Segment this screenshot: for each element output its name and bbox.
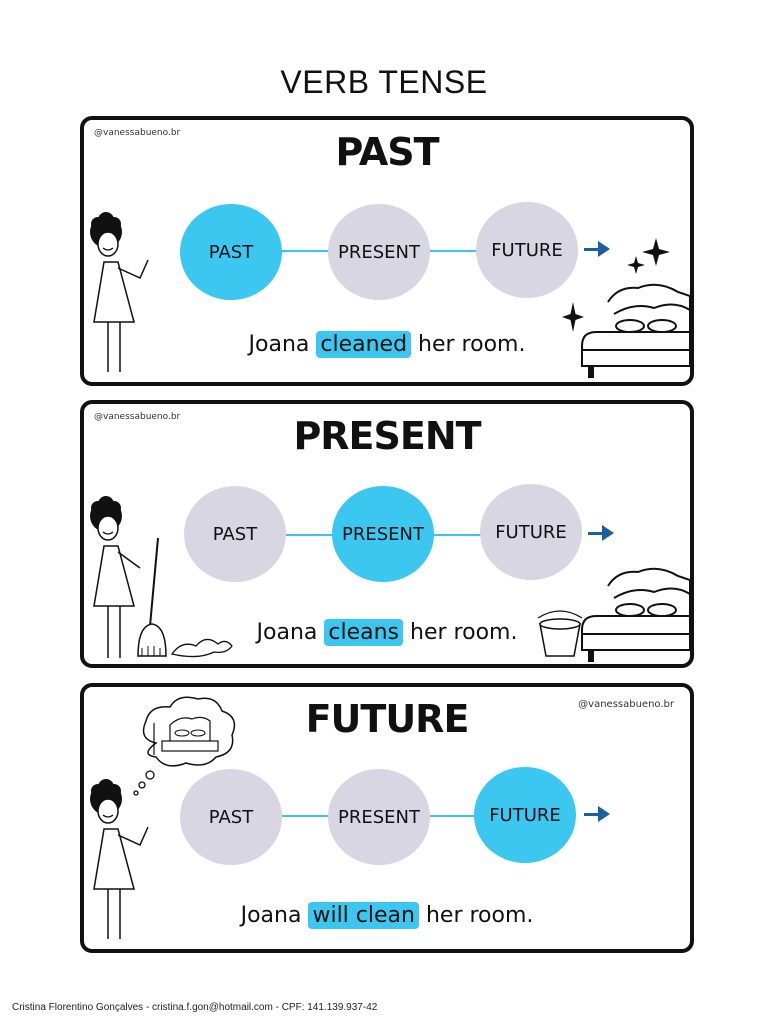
example-sentence: Joana cleans her room. [256, 619, 518, 646]
timeline-future: FUTURE [480, 484, 582, 580]
example-sentence: Joana cleaned her room. [248, 331, 526, 358]
timeline-line [280, 250, 340, 252]
timeline-present: PRESENT [328, 204, 430, 300]
girl-figure-icon [90, 496, 141, 658]
verb-highlight: will clean [308, 902, 419, 929]
timeline-present: PRESENT [332, 486, 434, 582]
author-handle: @vanessabueno.br [94, 128, 181, 138]
tense-card-present: @vanessabueno.br PRESENT PAST PRESENT FU… [80, 400, 694, 668]
girl-figure-icon [90, 779, 149, 939]
timeline-line [428, 250, 488, 252]
tense-card-past: @vanessabueno.br PAST PAST PRESENT FUTUR… [80, 116, 694, 386]
verb-highlight: cleaned [316, 331, 412, 358]
timeline-past: PAST [184, 486, 286, 582]
page-footer: Cristina Florentino Gonçalves - cristina… [12, 1002, 378, 1013]
sparkle-icon [562, 302, 584, 332]
timeline-future: FUTURE [476, 202, 578, 298]
example-sentence: Joana will clean her room. [240, 902, 534, 929]
thought-bubble-icon [133, 696, 236, 796]
tense-card-future: @vanessabueno.br FUTURE PAST PRESENT FUT… [80, 683, 694, 953]
sparkle-icon [627, 238, 670, 274]
tense-heading: FUTURE [305, 697, 470, 741]
timeline-future: FUTURE [474, 767, 576, 863]
page-title: VERB TENSE [280, 64, 488, 100]
timeline-line [280, 534, 340, 536]
verb-highlight: cleans [324, 619, 404, 646]
timeline-past: PAST [180, 769, 282, 865]
tense-heading: PAST [335, 130, 439, 174]
broom-icon [137, 537, 233, 658]
bucket-icon [537, 610, 583, 657]
timeline-present: PRESENT [328, 769, 430, 865]
timeline-line [428, 534, 488, 536]
author-handle: @vanessabueno.br [578, 699, 674, 710]
bed-icon [581, 567, 690, 662]
girl-figure-icon [90, 212, 149, 372]
timeline-line [280, 815, 340, 817]
author-handle: @vanessabueno.br [94, 412, 181, 422]
timeline-line [428, 815, 488, 817]
bed-icon [581, 283, 690, 378]
tense-heading: PRESENT [293, 414, 481, 458]
timeline-past: PAST [180, 204, 282, 300]
